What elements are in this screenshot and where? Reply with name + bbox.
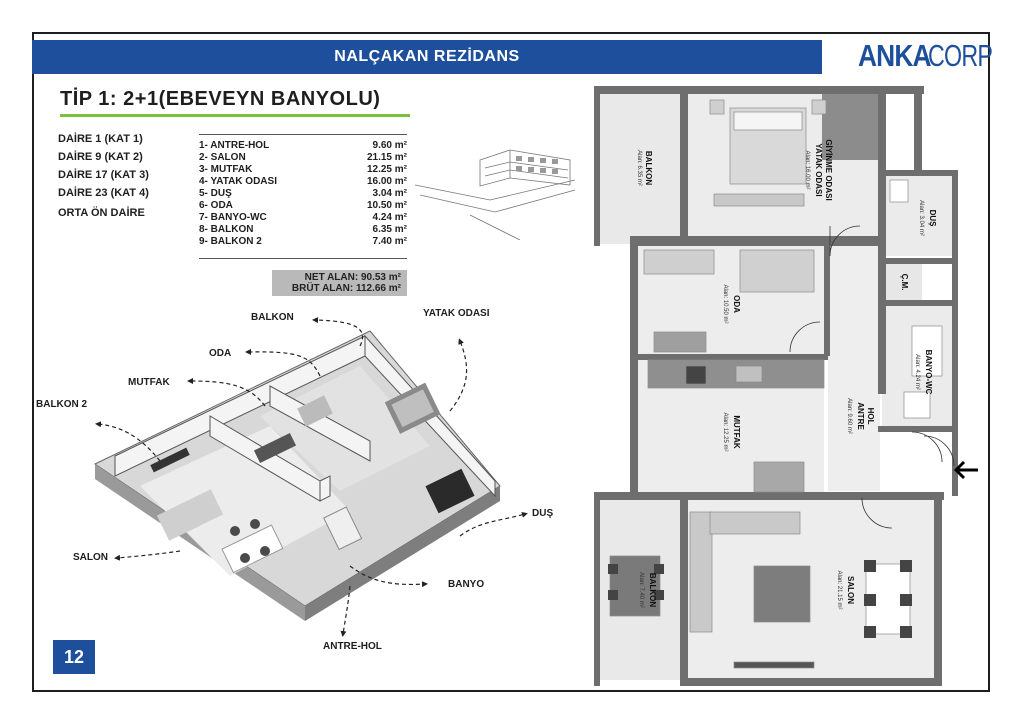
callout-salon: SALON [73,552,108,563]
plan-room-cm [882,264,922,304]
room-label: 8- BALKON [199,224,254,235]
plan-area-balkon-top: Alan: 6.35 m² [636,150,642,186]
logo-light-text: CORP [928,38,993,73]
callout-yatak-odasi: YATAK ODASI [423,308,490,319]
floor-plan: BALKON YATAK ODASI GİYİNME ODASI DUŞ Ç.M… [594,86,978,686]
callout-balkon-2: BALKON 2 [36,399,88,410]
plan-area-salon: Alan: 21.15 m² [836,570,842,609]
plan-label-balkon-bottom: BALKON [648,573,657,607]
room-label: 3- MUTFAK [199,164,253,175]
unit-item: DAİRE 23 (KAT 4) [58,187,149,199]
room-label: 2- SALON [199,152,246,163]
plan-label-balkon-top: BALKON [644,151,653,185]
plan-label-yatak: YATAK ODASI [814,143,823,196]
plan-area-dus: Alan: 3.04 m² [918,200,924,236]
table-row: 8- BALKON 6.35 m² [199,224,407,236]
room-label: 6- ODA [199,200,233,211]
unit-list: DAİRE 1 (KAT 1) DAİRE 9 (KAT 2) DAİRE 17… [58,130,149,222]
plan-label-salon: SALON [846,576,855,604]
unit-item: ORTA ÖN DAİRE [58,207,145,219]
unit-item: DAİRE 1 (KAT 1) [58,133,143,145]
unit-item: DAİRE 17 (KAT 3) [58,169,149,181]
table-divider [199,134,407,135]
table-row: 9- BALKON 2 7.40 m² [199,236,407,248]
table-row: 5- DUŞ 3.04 m² [199,188,407,200]
plan-label-giyinme: GİYİNME ODASI [824,139,833,200]
plan-label-hol: HOL [866,408,875,425]
plan-area-yatak: Alan: 16.00 m² [804,150,810,189]
callout-mutfak: MUTFAK [128,377,170,388]
isometric-3d-render [94,317,528,637]
plan-label-oda: ODA [732,295,741,313]
table-divider [199,258,407,259]
project-title-banner: NALÇAKAN REZİDANS [32,40,822,74]
unit-item: DAİRE 9 (KAT 2) [58,151,143,163]
callout-oda: ODA [209,348,232,359]
room-area: 10.50 m² [366,200,407,211]
plan-area-oda: Alan: 10.50 m² [722,284,728,323]
total-area-box: NET ALAN: 90.53 m² BRÜT ALAN: 112.66 m² [272,270,407,296]
plan-room-balkon-top [600,94,680,244]
net-area: NET ALAN: 90.53 m² [304,272,401,283]
building-sketch [414,149,576,240]
room-area: 12.25 m² [366,164,407,175]
table-row: 2- SALON 21.15 m² [199,152,407,164]
room-area: 21.15 m² [366,152,407,163]
room-area: 9.60 m² [372,140,407,151]
room-label: 4- YATAK ODASI [199,176,277,187]
plan-label-mutfak: MUTFAK [732,415,741,449]
plan-label-dus: DUŞ [928,210,937,228]
callout-dus: DUŞ [532,508,554,519]
plan-label-banyo: BANYO-WC [924,350,933,395]
logo-bold-text: ANKA [858,38,932,73]
room-area: 16.00 m² [366,176,407,187]
callout-banyo: BANYO [448,579,485,590]
plan-area-balkon-bottom: Alan: 7.40 m² [638,572,644,608]
plan-area-mutfak: Alan: 12.25 m² [722,412,728,451]
room-area: 6.35 m² [372,224,407,235]
plan-area-banyo: Alan: 4.24 m² [914,354,920,390]
room-area: 7.40 m² [372,236,407,247]
plan-area-antre: Alan: 9.60 m² [846,398,852,434]
plan-label-cm: Ç.M. [900,274,909,291]
table-row: 7- BANYO-WC 4.24 m² [199,212,407,224]
title-underline [60,114,410,117]
room-area-table: 1- ANTRE-HOL 9.60 m² 2- SALON 21.15 m² 3- … [199,134,407,259]
table-row: 6- ODA 10.50 m² [199,200,407,212]
plan-label-antre: ANTRE [856,402,865,430]
page-number: 12 [53,640,95,674]
project-title: NALÇAKAN REZİDANS [334,48,520,65]
plan-room-antre [828,246,880,491]
apartment-type-title: TİP 1: 2+1(EBEVEYN BANYOLU) [60,88,381,110]
table-row: 3- MUTFAK 12.25 m² [199,164,407,176]
callout-balkon: BALKON [251,312,294,323]
table-row: 1- ANTRE-HOL 9.60 m² [199,140,407,152]
table-row: 4- YATAK ODASI 16.00 m² [199,176,407,188]
gross-area: BRÜT ALAN: 112.66 m² [291,283,401,294]
callout-antre-hol: ANTRE-HOL [323,641,382,652]
room-label: 9- BALKON 2 [199,236,262,247]
room-label: 7- BANYO-WC [199,212,267,223]
room-area: 4.24 m² [372,212,407,223]
room-area: 3.04 m² [372,188,407,199]
room-label: 1- ANTRE-HOL [199,140,270,151]
room-label: 5- DUŞ [199,188,232,199]
